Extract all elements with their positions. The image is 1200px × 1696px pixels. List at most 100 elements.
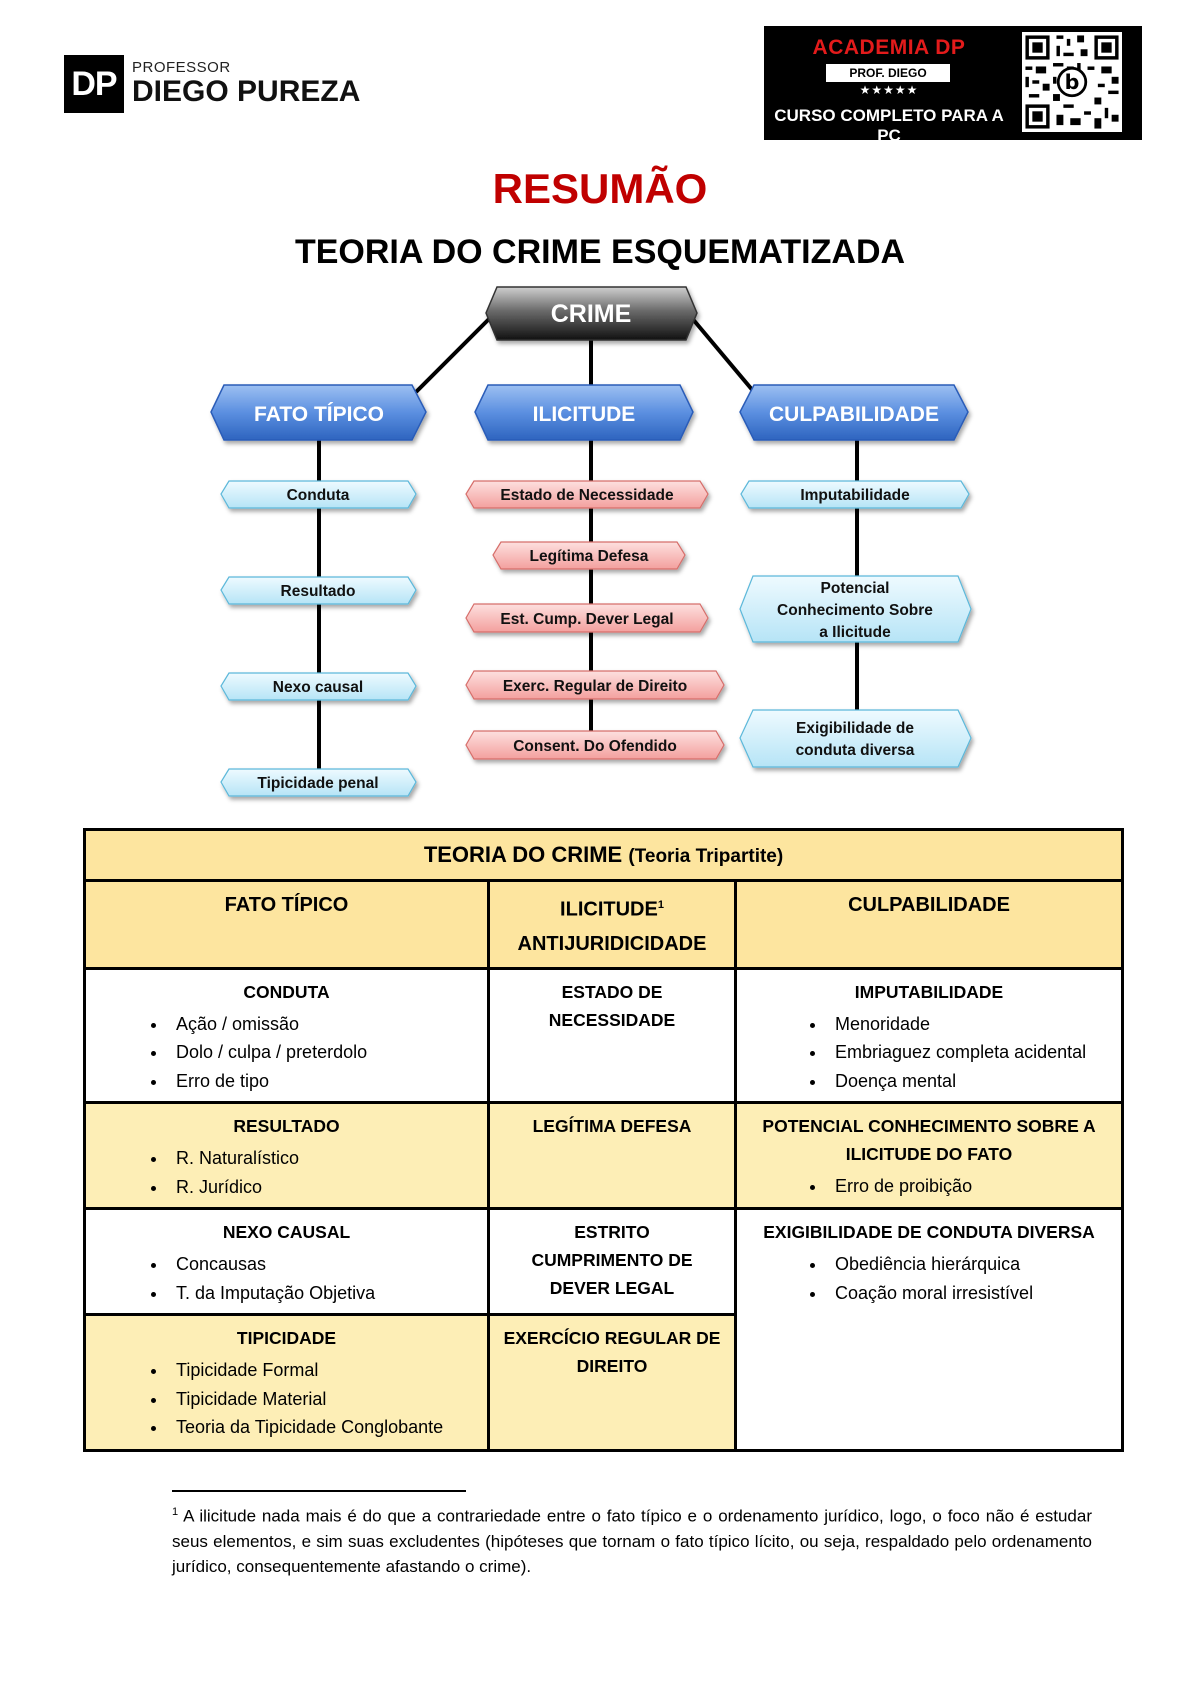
footnote-ref[interactable]: 1: [657, 899, 664, 911]
bullet-list: Menoridade Embriaguez completa acidental…: [749, 1010, 1109, 1096]
leaf-label: a Ilicitude: [819, 624, 891, 641]
cell-title-line: EXERCÍCIO REGULAR DE: [503, 1328, 721, 1349]
list-item: Doença mental: [827, 1067, 1109, 1096]
leaf-estado-de-necessidade: Estado de Necessidade: [465, 480, 709, 509]
leaf-exigibilidade: Exigibilidade de conduta diversa: [739, 709, 972, 768]
cell-title-line: ILICITUDE DO FATO: [845, 1144, 1013, 1165]
column-header-fato-tipico: FATO TÍPICO: [83, 879, 490, 970]
banner-professor: PROF. DIEGO PUREZA: [826, 64, 950, 98]
qr-code-icon[interactable]: b: [1022, 32, 1122, 132]
column-header-culpabilidade: CULPABILIDADE: [733, 879, 1125, 970]
leaf-label: Conhecimento Sobre: [777, 602, 933, 619]
leaf-exercicio-regular: Exerc. Regular de Direito: [465, 670, 725, 700]
cell-resultado: RESULTADO R. Naturalístico R. Jurídico: [83, 1101, 490, 1211]
cell-title: EXIGIBILIDADE DE CONDUTA DIVERSA: [763, 1222, 1095, 1243]
cell-title-line: NECESSIDADE: [548, 1009, 676, 1030]
cell-title: IMPUTABILIDADE: [854, 981, 1004, 1002]
crime-theory-table: TEORIA DO CRIME (Teoria Tripartite) FATO…: [82, 828, 1125, 1453]
cell-exercicio-regular: EXERCÍCIO REGULAR DE DIREITO: [487, 1313, 737, 1453]
leaf-label: conduta diversa: [796, 742, 915, 759]
cell-imputabilidade: IMPUTABILIDADE Menoridade Embriaguez com…: [733, 966, 1125, 1105]
leaf-label: Imputabilidade: [800, 487, 910, 504]
cell-exigibilidade: EXIGIBILIDADE DE CONDUTA DIVERSA Obediên…: [733, 1207, 1125, 1453]
cell-tipicidade: TIPICIDADE Tipicidade Formal Tipicidade …: [83, 1313, 490, 1453]
cell-title-line: ESTADO DE: [561, 981, 663, 1002]
column-header-ilicitude-label: ILICITUDE: [560, 898, 658, 921]
list-item: Tipicidade Formal: [168, 1356, 475, 1385]
cell-potencial-conhecimento: POTENCIAL CONHECIMENTO SOBRE A ILICITUDE …: [733, 1101, 1125, 1211]
list-item: R. Jurídico: [168, 1173, 475, 1202]
column-header-ilicitude: ILICITUDE1 ANTIJURIDICIDADE: [487, 879, 737, 970]
leaf-label: Exigibilidade de: [796, 720, 914, 737]
leaf-label: Nexo causal: [273, 679, 363, 696]
diagram-node-culpabilidade: CULPABILIDADE: [739, 384, 969, 441]
leaf-label: Exerc. Regular de Direito: [503, 678, 687, 695]
banner-title: ACADEMIA DP: [812, 36, 966, 59]
table-title: TEORIA DO CRIME (Teoria Tripartite): [82, 828, 1125, 882]
footnote-divider: [172, 1490, 466, 1492]
course-banner[interactable]: ACADEMIA DP PROF. DIEGO PUREZA ★★★★★ CUR…: [764, 26, 1142, 145]
cell-title-line: POTENCIAL CONHECIMENTO SOBRE A: [762, 1116, 1096, 1137]
leaf-imputabilidade: Imputabilidade: [740, 480, 970, 509]
bullet-list: Concausas T. da Imputação Objetiva: [98, 1250, 475, 1307]
leaf-label: Estado de Necessidade: [500, 487, 674, 504]
cell-nexo-causal: NEXO CAUSAL Concausas T. da Imputação Ob…: [83, 1207, 490, 1317]
leaf-potencial-conhecimento: Potencial Conhecimento Sobre a Ilicitude: [739, 575, 972, 643]
list-item: T. da Imputação Objetiva: [168, 1279, 475, 1308]
cell-title: POTENCIAL CONHECIMENTO SOBRE A ILICITUDE …: [749, 1112, 1109, 1168]
page-title: RESUMÃO: [492, 165, 708, 212]
diagram-root-label: CRIME: [551, 300, 632, 328]
list-item: Teoria da Tipicidade Conglobante: [168, 1413, 475, 1442]
footnote: 1 A ilicitude nada mais é do que a contr…: [172, 1500, 1092, 1579]
list-item: Tipicidade Material: [168, 1385, 475, 1414]
list-item: Erro de proibição: [827, 1172, 1109, 1201]
footnote-mark: 1: [172, 1506, 179, 1518]
column-header-antijuridicidade: ANTIJURIDICIDADE: [517, 932, 707, 955]
banner-stars: ★★★★★: [859, 83, 919, 97]
banner-course: CURSO COMPLETO PARA A PC: [774, 106, 1004, 145]
branch-label-culpabilidade: CULPABILIDADE: [769, 403, 939, 426]
leaf-estrito-cumprimento: Est. Cump. Dever Legal: [465, 603, 709, 633]
logo-mark: DP: [64, 55, 124, 113]
cell-title: CONDUTA: [243, 981, 330, 1002]
logo-caption: PROFESSOR: [132, 59, 231, 76]
list-item: Concausas: [168, 1250, 475, 1279]
logo-name: DIEGO PUREZA: [132, 75, 361, 108]
bullet-list: R. Naturalístico R. Jurídico: [98, 1144, 475, 1201]
leaf-legitima-defesa: Legítima Defesa: [492, 541, 686, 570]
cell-title: NEXO CAUSAL: [222, 1222, 351, 1243]
logo-text: PROFESSOR DIEGO PUREZA: [132, 60, 360, 108]
leaf-label: Consent. Do Ofendido: [513, 738, 677, 755]
cell-title: LEGÍTIMA DEFESA: [532, 1116, 692, 1137]
bullet-list: Obediência hierárquica Coação moral irre…: [749, 1250, 1109, 1307]
cell-title: RESULTADO: [233, 1116, 340, 1137]
page-subtitle: TEORIA DO CRIME ESQUEMATIZADA: [294, 233, 906, 271]
diagram-node-ilicitude: ILICITUDE: [474, 384, 694, 441]
leaf-label: Resultado: [281, 583, 356, 600]
list-item: R. Naturalístico: [168, 1144, 475, 1173]
cell-title-line: ESTRITO: [574, 1222, 650, 1243]
footnote-text: A ilicitude nada mais é do que a contrar…: [172, 1506, 1092, 1576]
cell-title-line: DIREITO: [576, 1356, 648, 1377]
leaf-label: Est. Cump. Dever Legal: [500, 611, 673, 628]
bullet-list: Ação / omissão Dolo / culpa / preterdolo…: [98, 1010, 475, 1096]
cell-title: EXERCÍCIO REGULAR DE DIREITO: [502, 1324, 722, 1380]
leaf-conduta: Conduta: [220, 480, 417, 509]
list-item: Obediência hierárquica: [827, 1250, 1109, 1279]
list-item: Dolo / culpa / preterdolo: [168, 1038, 475, 1067]
leaf-nexo-causal: Nexo causal: [220, 672, 417, 701]
branch-label-fato-tipico: FATO TÍPICO: [254, 403, 384, 426]
bullet-list: Tipicidade Formal Tipicidade Material Te…: [98, 1356, 475, 1442]
list-item: Erro de tipo: [168, 1067, 475, 1096]
leaf-resultado: Resultado: [220, 576, 417, 605]
leaf-consentimento-ofendido: Consent. Do Ofendido: [465, 730, 725, 760]
cell-title: TIPICIDADE: [236, 1328, 337, 1349]
list-item: Ação / omissão: [168, 1010, 475, 1039]
list-item: Embriaguez completa acidental: [827, 1038, 1109, 1067]
leaf-label: Potencial: [821, 580, 890, 597]
cell-title-line: DEVER LEGAL: [549, 1278, 675, 1299]
cell-estado-de-necessidade: ESTADO DE NECESSIDADE: [487, 966, 737, 1105]
leaf-tipicidade-penal: Tipicidade penal: [220, 768, 417, 797]
